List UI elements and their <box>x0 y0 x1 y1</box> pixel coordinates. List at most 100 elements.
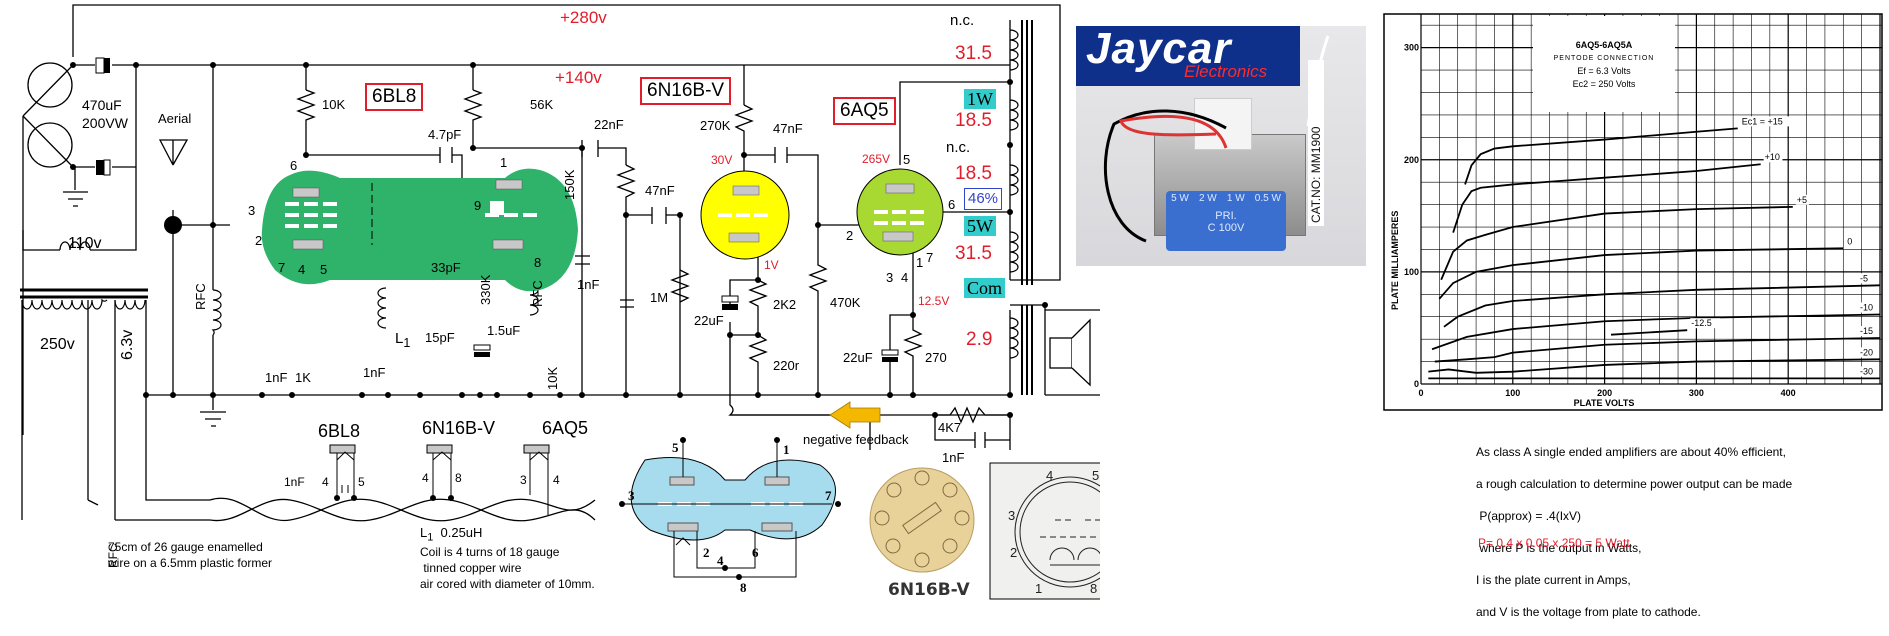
r-330k: 330K <box>478 274 493 305</box>
pin-5-label: 5 <box>1092 468 1099 483</box>
c-1nf-b: 1nF <box>265 370 288 385</box>
pin-6bl8-9: 9 <box>474 198 482 213</box>
y-tick-label: 0 <box>1414 379 1419 389</box>
rfc-label: RFC <box>193 283 208 310</box>
v2-plate-voltage: 30V <box>711 153 733 167</box>
x-tick-label: 0 <box>1418 388 1423 398</box>
nc-top: n.c. <box>950 12 975 29</box>
chart-title-box <box>1533 16 1675 112</box>
curve-label-bg <box>1859 347 1878 358</box>
pinout-pin-7: 7 <box>825 488 832 503</box>
winding-18-5-b: 18.5 <box>955 163 992 184</box>
r-150k: 150K <box>562 169 577 200</box>
pin-6aq5-6: 6 <box>948 197 956 212</box>
v3-cathode-voltage: 12.5V <box>918 294 950 308</box>
winding-31-5-top: 31.5 <box>955 43 992 64</box>
heater-symbols <box>329 444 550 515</box>
rectifier-diode-1 <box>27 62 73 108</box>
tap-46-percent: 46% <box>964 188 1003 210</box>
curve-label: +10 <box>1765 152 1780 162</box>
nc-mid: n.c. <box>946 139 971 156</box>
socket-label: 6N16B-V <box>888 580 970 600</box>
c-22nf: 22nF <box>594 117 624 132</box>
aerial-label: Aerial <box>158 111 192 126</box>
curve-label: -10 <box>1860 302 1873 312</box>
band-2w: 2 W <box>1198 193 1217 204</box>
r-2k2: 2K2 <box>773 297 797 312</box>
curve-label: -5 <box>1860 273 1868 283</box>
r-56k: 56K <box>530 97 554 112</box>
curve-label-bg <box>1859 366 1878 377</box>
primary-voltage: 110v <box>68 235 102 252</box>
pinout-pin-3: 3 <box>628 488 635 503</box>
pin-2-label: 2 <box>1010 545 1017 560</box>
calc-result: P= 0.4 x 0.05 x 250 = 5 Watt <box>1478 536 1630 550</box>
pin-8-label: 8 <box>1090 581 1097 596</box>
pinout-pin-6: 6 <box>752 545 759 560</box>
calc-text: As class A single ended amplifiers are a… <box>1476 428 1792 636</box>
jaycar-sub: Electronics <box>1184 62 1268 81</box>
x-tick-label: 100 <box>1505 388 1520 398</box>
pin-6bl8-4: 4 <box>298 262 306 277</box>
chart-xlabel: PLATE VOLTS <box>1574 398 1635 408</box>
r-270k: 270K <box>700 118 731 133</box>
jaycar-catno: CAT.NO: MM1900 <box>1308 60 1324 226</box>
pin-6bl8-7: 7 <box>278 260 286 275</box>
calc-line-3: P(approx) = .4(IxV) <box>1476 509 1582 523</box>
pin-4-label: 4 <box>1046 468 1053 483</box>
electrolytic-caps <box>95 57 899 362</box>
heater-pin-6aq5-4: 4 <box>553 473 560 487</box>
tube-label-6n16b: 6N16B-V <box>640 77 732 105</box>
r-1k: 1K <box>295 370 311 385</box>
curve-label-bg <box>1859 302 1878 313</box>
chart-title: 6AQ5-6AQ5A <box>1576 40 1633 50</box>
plate-curves-chart: 6AQ5-6AQ5A PENTODE CONNECTION Ef = 6.3 V… <box>1383 13 1883 411</box>
band-05w: 0.5 W <box>1254 193 1281 204</box>
band-1w: 1 W <box>1226 193 1245 204</box>
curve--15 <box>1434 337 1881 363</box>
c-22uf-b: 22uF <box>843 350 873 365</box>
r-4k7: 4K7 <box>938 420 962 435</box>
curve-label: 0 <box>1847 236 1852 246</box>
jaycar-logo-banner: Jaycar Electronics <box>1076 24 1300 86</box>
socket-photo <box>869 467 975 573</box>
tap-1w: 1W <box>964 89 996 109</box>
curve-label: -30 <box>1860 366 1873 376</box>
coil-note-line1: Coil is 4 turns of 18 gauge <box>420 545 560 559</box>
tap-5w: 5W <box>964 216 996 236</box>
curve--12.5 <box>1610 329 1688 336</box>
feedback-arrow <box>829 401 881 429</box>
coil-note-line3: air cored with diameter of 10mm. <box>420 577 595 591</box>
l1-note: L1 0.25uH <box>420 525 483 544</box>
curve--10 <box>1431 313 1881 351</box>
curve-+5 <box>1440 205 1793 281</box>
heater-label-6n16b: 6N16B-V <box>422 418 496 438</box>
hv-rail-label: +280v <box>560 8 607 27</box>
x-tick-label: 400 <box>1781 388 1796 398</box>
jaycar-brand: Jaycar <box>1086 24 1232 73</box>
c-47nf-a: 47nF <box>645 183 675 198</box>
c-1nf-feedback: 1nF <box>942 450 965 465</box>
pinout-pin-1: 1 <box>783 442 790 457</box>
r-1m: 1M <box>650 290 669 305</box>
chart-condition-ef: Ef = 6.3 Volts <box>1577 66 1631 76</box>
v2-cathode-voltage: 1V <box>764 258 779 272</box>
calc-line-1: As class A single ended amplifiers are a… <box>1476 445 1786 459</box>
winding-31-5-bottom: 31.5 <box>955 243 992 264</box>
calc-line-4: where P is the output in Watts, <box>1476 541 1642 555</box>
cap-rating: 200VW <box>82 115 128 131</box>
curve-label: +5 <box>1797 195 1807 205</box>
pin-6aq5-3: 3 <box>886 270 894 285</box>
pin-1-label: 1 <box>1035 581 1042 596</box>
calc-line-2: a rough calculation to determine power o… <box>1476 477 1793 491</box>
pinout-pin-8: 8 <box>740 580 747 595</box>
pinout-drawing-lines <box>1014 476 1100 588</box>
coil-note-line2: tinned copper wire <box>420 561 522 575</box>
calc-line-5: I is the plate current in Amps, <box>1476 573 1631 587</box>
rfc-note-line2: wire on a 6.5mm plastic former <box>108 556 273 570</box>
r-470k: 470K <box>830 295 861 310</box>
heater-pin-6bl8-5: 5 <box>358 475 365 489</box>
c-1nf-a: 1nF <box>577 277 600 292</box>
rfc-note-line1: 75cm of 26 gauge enamelled <box>108 540 263 554</box>
